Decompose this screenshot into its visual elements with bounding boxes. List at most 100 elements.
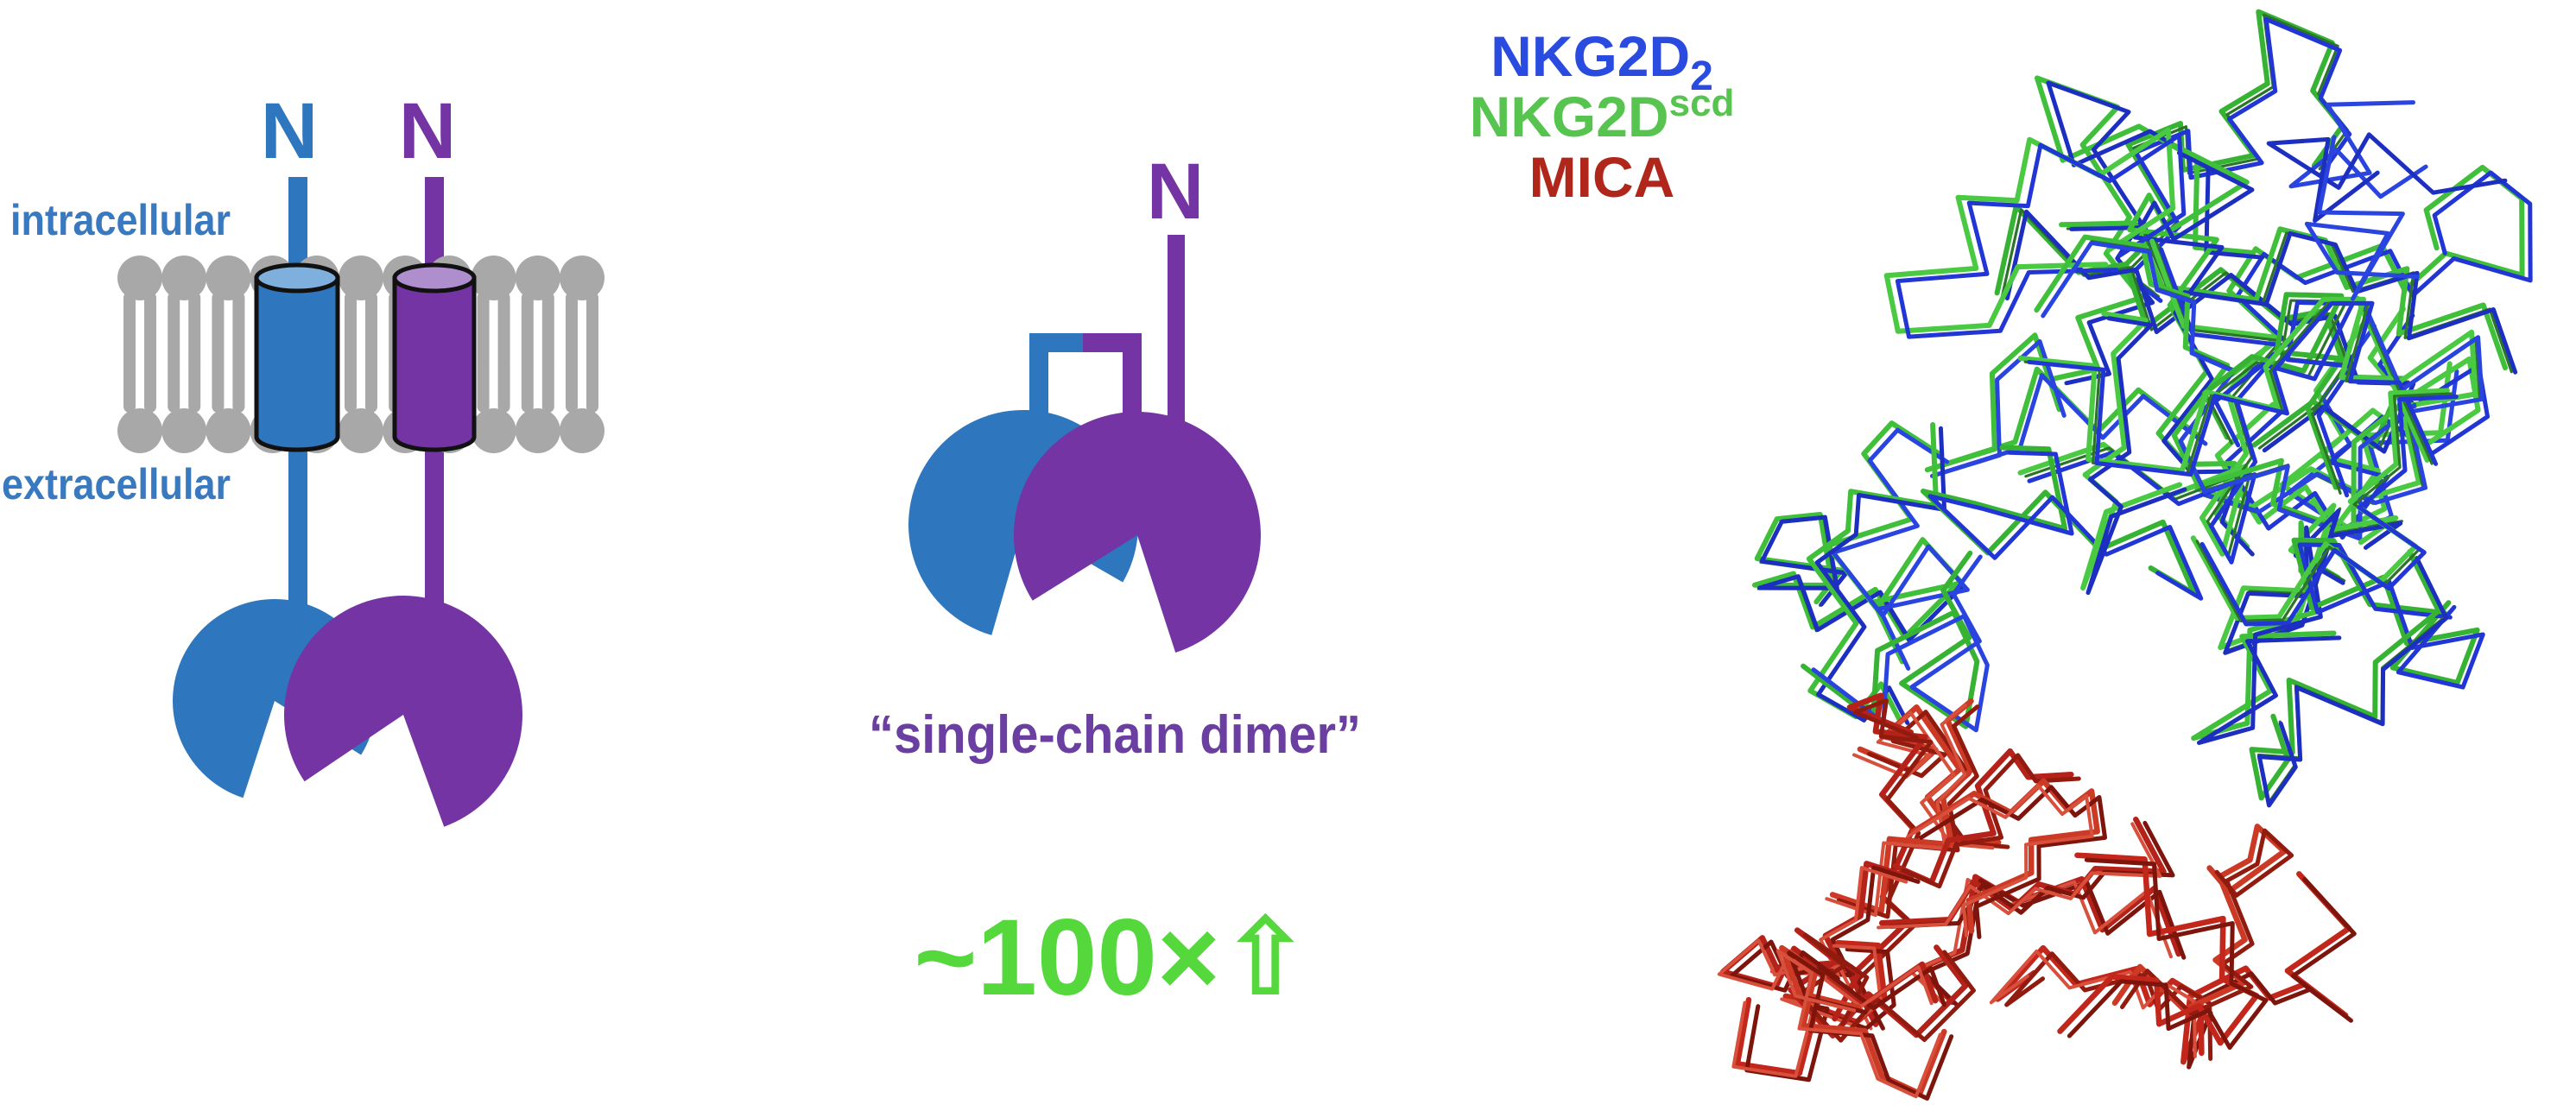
lipid-head: [471, 256, 516, 300]
linker-right-leg: [1123, 352, 1142, 432]
mica-trace: [2180, 871, 2352, 1065]
mica-trace: [2057, 852, 2260, 1046]
nkg2d-dimer-loop-trace: [2266, 132, 2508, 224]
lipid-head: [161, 408, 207, 453]
tm-helix-body-1: [392, 275, 477, 452]
mica-trace-copy: [1906, 784, 2094, 937]
nkg2d-dimer-trace: [2256, 557, 2449, 808]
lipid-tail: [477, 357, 490, 413]
lipid-tail: [541, 292, 554, 368]
mica-trace-shadow: [1901, 753, 2081, 889]
mica-trace-shadow: [1867, 710, 2010, 849]
lipid-tail: [345, 357, 357, 413]
nkg2d-dimer-trace: [1895, 133, 2187, 339]
single-chain-dimer-caption: “single-chain dimer”: [869, 705, 1361, 765]
n-terminus-label-purple: N: [399, 87, 456, 175]
protein-wireframe-structure: [1717, 9, 2533, 1101]
lipid-tail: [188, 292, 201, 368]
mica-trace-shadow: [1796, 932, 1976, 1043]
intracellular-label: intracellular: [10, 196, 231, 244]
transmembrane-helices: [254, 262, 477, 452]
lipid-tail: [168, 357, 180, 413]
lipid-tail: [232, 357, 245, 413]
legend-nkg2d-scd: NKG2Dscd: [1470, 82, 1735, 148]
receptor-domain-3: [1013, 412, 1261, 653]
lipid-head: [560, 256, 604, 300]
receptor-stalk-2: [1168, 235, 1185, 432]
lipid-10: [560, 256, 604, 453]
mica-trace-shadow: [1852, 698, 1934, 981]
mica-trace-shadow: [2119, 828, 2294, 1016]
lipid-tail: [521, 357, 534, 413]
mica-trace: [2111, 824, 2288, 1013]
affinity-increase-label: ~100×⇧: [914, 898, 1310, 1018]
legend-nkg2d-scd-main: NKG2D: [1470, 85, 1669, 148]
nkg2d-scd-trace: [2190, 388, 2450, 621]
lipid-tail: [566, 292, 578, 368]
nkg2d-dimer-trace: [1927, 450, 2204, 601]
linker-left-leg: [1029, 333, 1048, 436]
lipid-tail: [586, 357, 598, 413]
lipid-tail: [541, 357, 554, 413]
lipid-tail: [521, 292, 534, 368]
lipid-tail: [123, 292, 136, 368]
lipid-bilayer-membrane: [117, 256, 604, 453]
lipid-2: [206, 256, 251, 453]
mica-trace-copy: [1717, 938, 1934, 1009]
lipid-head: [206, 256, 251, 300]
lipid-tail: [365, 357, 377, 413]
lipid-9: [515, 256, 560, 453]
lipid-tail: [566, 357, 578, 413]
lipid-0: [117, 256, 162, 453]
lipid-tail: [144, 292, 156, 368]
linker-top-bar-purple: [1083, 333, 1142, 352]
receptor-domains: [173, 409, 1261, 827]
lipid-head: [471, 408, 516, 453]
legend-nkg2d2-subscript: 2: [1690, 54, 1713, 99]
lipid-tail: [345, 292, 357, 368]
lipid-head: [560, 408, 604, 453]
lipid-tail: [232, 292, 245, 368]
nkg2d-dimer-trace: [1811, 554, 1990, 733]
tm-helix-top-1: [392, 262, 477, 294]
nkg2d-scd-trace: [1924, 332, 2204, 473]
lipid-5: [339, 256, 383, 453]
single-chain-linker: [1029, 333, 1142, 436]
nkg2d-dimer-trace: [1831, 427, 1970, 671]
legend-nkg2d2: NKG2D2: [1491, 24, 1713, 99]
nkg2d-dimer-trace: [2085, 316, 2187, 596]
lipid-head: [339, 408, 383, 453]
mica-trace-shadow: [2187, 876, 2357, 1070]
nkg2d-scd-trace: [2080, 311, 2182, 591]
receptor-domain-1: [284, 596, 523, 827]
lipid-head: [206, 408, 251, 453]
legend-mica: MICA: [1529, 145, 1675, 209]
lipid-head: [117, 408, 162, 453]
mica-trace: [1734, 939, 1888, 1076]
nkg2d-dimer-trace: [2027, 247, 2287, 565]
lipid-tail: [365, 292, 377, 368]
lipid-tail: [212, 292, 225, 368]
nkg2d-scd-trace: [2201, 292, 2345, 490]
nkg2d-dimer-trace: [2126, 16, 2352, 303]
lipid-tail: [477, 292, 490, 368]
legend-nkg2d2-main: NKG2D: [1491, 24, 1690, 88]
nkg2d-scd-trace: [2218, 502, 2399, 651]
lipid-head: [117, 256, 162, 300]
nkg2d-dimer-loop-trace: [2304, 135, 2420, 301]
mica-trace-shadow: [1836, 704, 1980, 919]
lipid-tail: [123, 357, 136, 413]
mica-trace-shadow: [1921, 878, 2187, 1008]
mica-trace-copy: [1775, 949, 1942, 1099]
mica-trace-shadow: [1919, 785, 2108, 939]
lipid-head: [515, 256, 560, 300]
nkg2d-scd-trace: [2249, 549, 2441, 801]
lipid-tail: [497, 292, 510, 368]
nkg2d-dimer-trace: [2196, 525, 2342, 745]
lipid-1: [161, 256, 207, 453]
n-terminus-label-scd: N: [1147, 148, 1204, 236]
nkg2d-dimer-trace: [2201, 301, 2484, 514]
lipid-head: [161, 256, 207, 300]
lipid-tail: [144, 357, 156, 413]
